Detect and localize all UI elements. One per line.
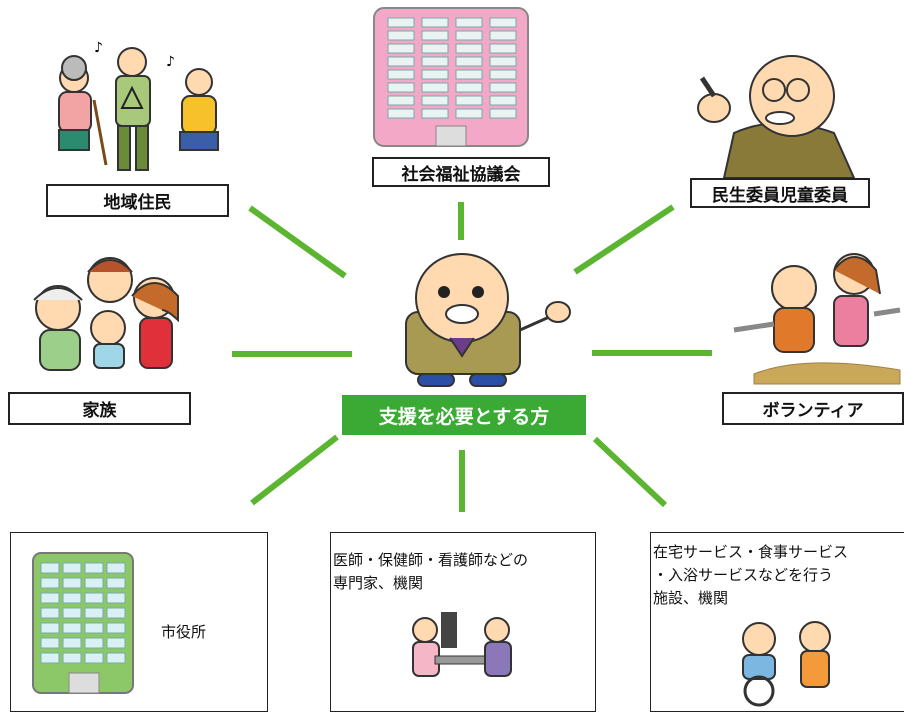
- node-label-council: 社会福祉協議会: [372, 157, 550, 187]
- panel-city-hall: 市役所: [10, 532, 268, 712]
- green-building-icon: [32, 552, 134, 694]
- node-label-family: 家族: [8, 392, 191, 425]
- connector-services: [592, 436, 668, 508]
- services-text: 在宅サービス・食事サービス ・入浴サービスなどを行う 施設、機関: [653, 543, 849, 607]
- connector-city: [250, 434, 339, 506]
- medical-text: 医師・保健師・看護師などの 専門家、機関: [333, 551, 529, 592]
- node-label-residents: 地域住民: [46, 184, 229, 217]
- pink-building-icon: [373, 7, 529, 147]
- city-hall-label: 市役所: [161, 623, 207, 641]
- node-label-volunteer: ボランティア: [722, 392, 904, 425]
- panel-medical: 医師・保健師・看護師などの 専門家、機関: [330, 532, 596, 712]
- nurse-checkup-icon: [412, 612, 512, 677]
- elderly-man-icon: [405, 253, 571, 387]
- connector-commissioner: [573, 204, 675, 275]
- center-label: 支援を必要とする方: [342, 395, 586, 435]
- volunteer-walking-icon: [733, 253, 901, 385]
- node-label-welfare-commissioner: 民生委員児童委員: [690, 178, 870, 208]
- panel-services: 在宅サービス・食事サービス ・入浴サービスなどを行う 施設、機関: [650, 532, 904, 712]
- connector-lines: [232, 202, 712, 512]
- wheelchair-caregiver-icon: [742, 621, 831, 707]
- svg-text:♪: ♪: [94, 40, 103, 56]
- connector-residents: [248, 205, 347, 279]
- bald-man-pointing-icon: [697, 55, 856, 179]
- family-group-icon: [33, 257, 179, 371]
- community-residents-icon: ♪ ♪: [58, 40, 219, 171]
- svg-text:♪: ♪: [166, 54, 175, 70]
